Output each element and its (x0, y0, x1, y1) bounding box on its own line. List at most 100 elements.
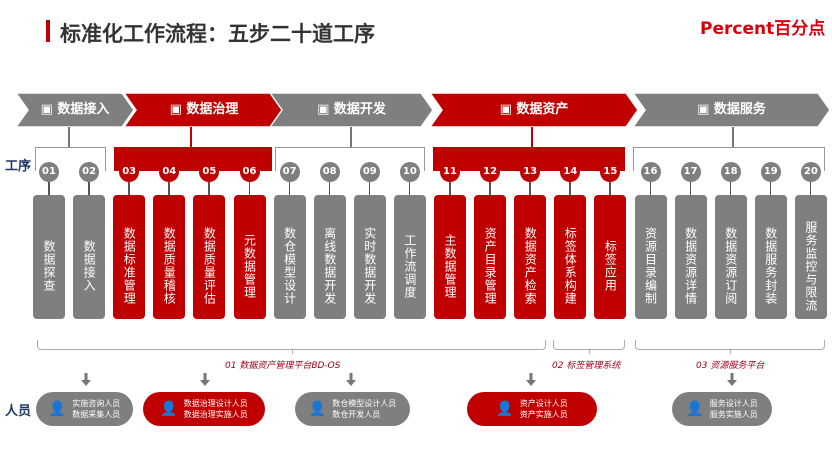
role-line: 数仓模型设计人员 (332, 399, 397, 408)
step-number: 16 (640, 162, 661, 182)
step-number: 15 (600, 162, 621, 182)
role-line: 服务设计人员 (709, 399, 758, 408)
role-pill: 👤 数据治理设计人员数据治理实施人员 (143, 392, 265, 426)
user-shield-icon: 👤 (160, 401, 178, 417)
stage-banner-2: ▣ 数据治理 (124, 93, 284, 127)
people-label: 人员 (5, 404, 32, 419)
step-number: 17 (680, 162, 701, 182)
connector (190, 127, 192, 147)
connector (649, 182, 651, 195)
step-number: 11 (440, 162, 460, 182)
step-card: 实时数据开发 (353, 195, 386, 319)
step-card: 数据探查 (33, 195, 65, 319)
role-line: 数仓开发人员 (332, 410, 381, 419)
user-shield-icon: 👤 (496, 401, 514, 417)
role-line: 实施咨询人员 (72, 399, 121, 408)
platform-label: 03 资源服务平台 (696, 361, 765, 371)
step-number: 01 (39, 162, 59, 182)
connector (88, 182, 90, 195)
step-number: 19 (760, 162, 781, 182)
process-label: 工序 (5, 159, 32, 174)
stage-label: 数据接入 (57, 102, 110, 117)
role-line: 资产设计人员 (519, 399, 568, 408)
grid-icon: ▣ (40, 102, 58, 117)
connector (531, 127, 533, 147)
role-line: 资产实施人员 (519, 410, 568, 419)
role-pill: 👤 服务设计人员服务实施人员 (672, 392, 772, 426)
stage-banner-5: ▣ 数据服务 (633, 93, 830, 127)
step-number: 12 (480, 162, 501, 182)
brand-logo: Percent百分点 (700, 19, 826, 39)
step-card: 数据资源订阅 (714, 195, 747, 319)
step-number: 02 (79, 162, 100, 182)
platform-brace (37, 340, 546, 354)
connector (248, 182, 250, 195)
connector (168, 182, 170, 195)
group-box-development (275, 147, 425, 171)
page-title: 标准化工作流程：五步二十道工序 (60, 22, 375, 46)
step-number: 05 (199, 162, 220, 182)
list-icon: ▣ (169, 102, 187, 117)
step-number: 04 (159, 162, 180, 182)
step-card: 服务监控与限流 (794, 195, 827, 319)
connector (408, 182, 411, 195)
group-box-access (35, 147, 106, 171)
arrow-down-icon (81, 373, 91, 386)
user-shield-icon: 👤 (686, 401, 704, 417)
platform-brace (635, 340, 825, 354)
arrow-down-icon (200, 373, 210, 386)
step-number: 14 (560, 162, 581, 182)
step-number: 08 (319, 162, 340, 182)
step-card: 数据服务封装 (754, 195, 787, 319)
step-number: 18 (720, 162, 741, 182)
arrow-down-icon (526, 373, 536, 386)
role-pill: 👤 实施咨询人员数据采集人员 (36, 392, 133, 426)
group-box-service (633, 147, 825, 171)
step-card: 元数据管理 (233, 195, 266, 319)
step-card: 数据资源详情 (674, 195, 707, 319)
connector (328, 182, 331, 195)
step-card: 数据接入 (73, 195, 106, 319)
arrow-down-icon (727, 373, 737, 386)
stage-label: 数据服务 (713, 102, 766, 117)
stage-banner-3: ▣ 数据开发 (270, 93, 433, 127)
step-number: 06 (239, 162, 260, 182)
connector (729, 182, 732, 195)
connector (68, 127, 70, 147)
platform-brace (553, 340, 625, 354)
step-number: 10 (399, 162, 420, 182)
step-card: 主数据管理 (434, 195, 466, 319)
role-line: 数据治理设计人员 (183, 399, 248, 408)
step-number: 09 (359, 162, 380, 182)
role-pill: 👤 数仓模型设计人员数仓开发人员 (295, 392, 410, 426)
step-number: 13 (520, 162, 541, 182)
connector (732, 127, 734, 147)
role-line: 服务实施人员 (709, 410, 758, 419)
step-card: 资源目录编制 (634, 195, 667, 319)
step-card: 工作流调度 (393, 195, 426, 319)
step-card: 标签体系构建 (554, 195, 587, 319)
platform-label: 01 数据资产管理平台BD-OS (225, 361, 341, 371)
connector (208, 182, 210, 195)
connector (569, 182, 571, 195)
server-icon: ▣ (697, 102, 714, 117)
connector (368, 182, 371, 195)
step-card: 资产目录管理 (474, 195, 507, 319)
step-number: 03 (119, 162, 140, 182)
step-card: 数据资产检索 (514, 195, 547, 319)
ring-icon: ▣ (499, 102, 517, 117)
stage-label: 数据资产 (516, 102, 569, 117)
stage-label: 数据开发 (333, 102, 386, 117)
connector (489, 182, 491, 195)
connector (809, 182, 812, 195)
card-icon: ▣ (317, 102, 334, 117)
platform-label: 02 标签管理系统 (552, 361, 621, 371)
step-number: 20 (800, 162, 821, 182)
step-card: 数仓模型设计 (273, 195, 306, 319)
role-line: 数据采集人员 (72, 410, 121, 419)
step-card: 数据质量稽核 (153, 195, 186, 319)
connector (529, 182, 531, 195)
role-line: 数据治理实施人员 (183, 410, 248, 419)
connector (609, 182, 611, 195)
user-shield-icon: 👤 (48, 401, 67, 417)
